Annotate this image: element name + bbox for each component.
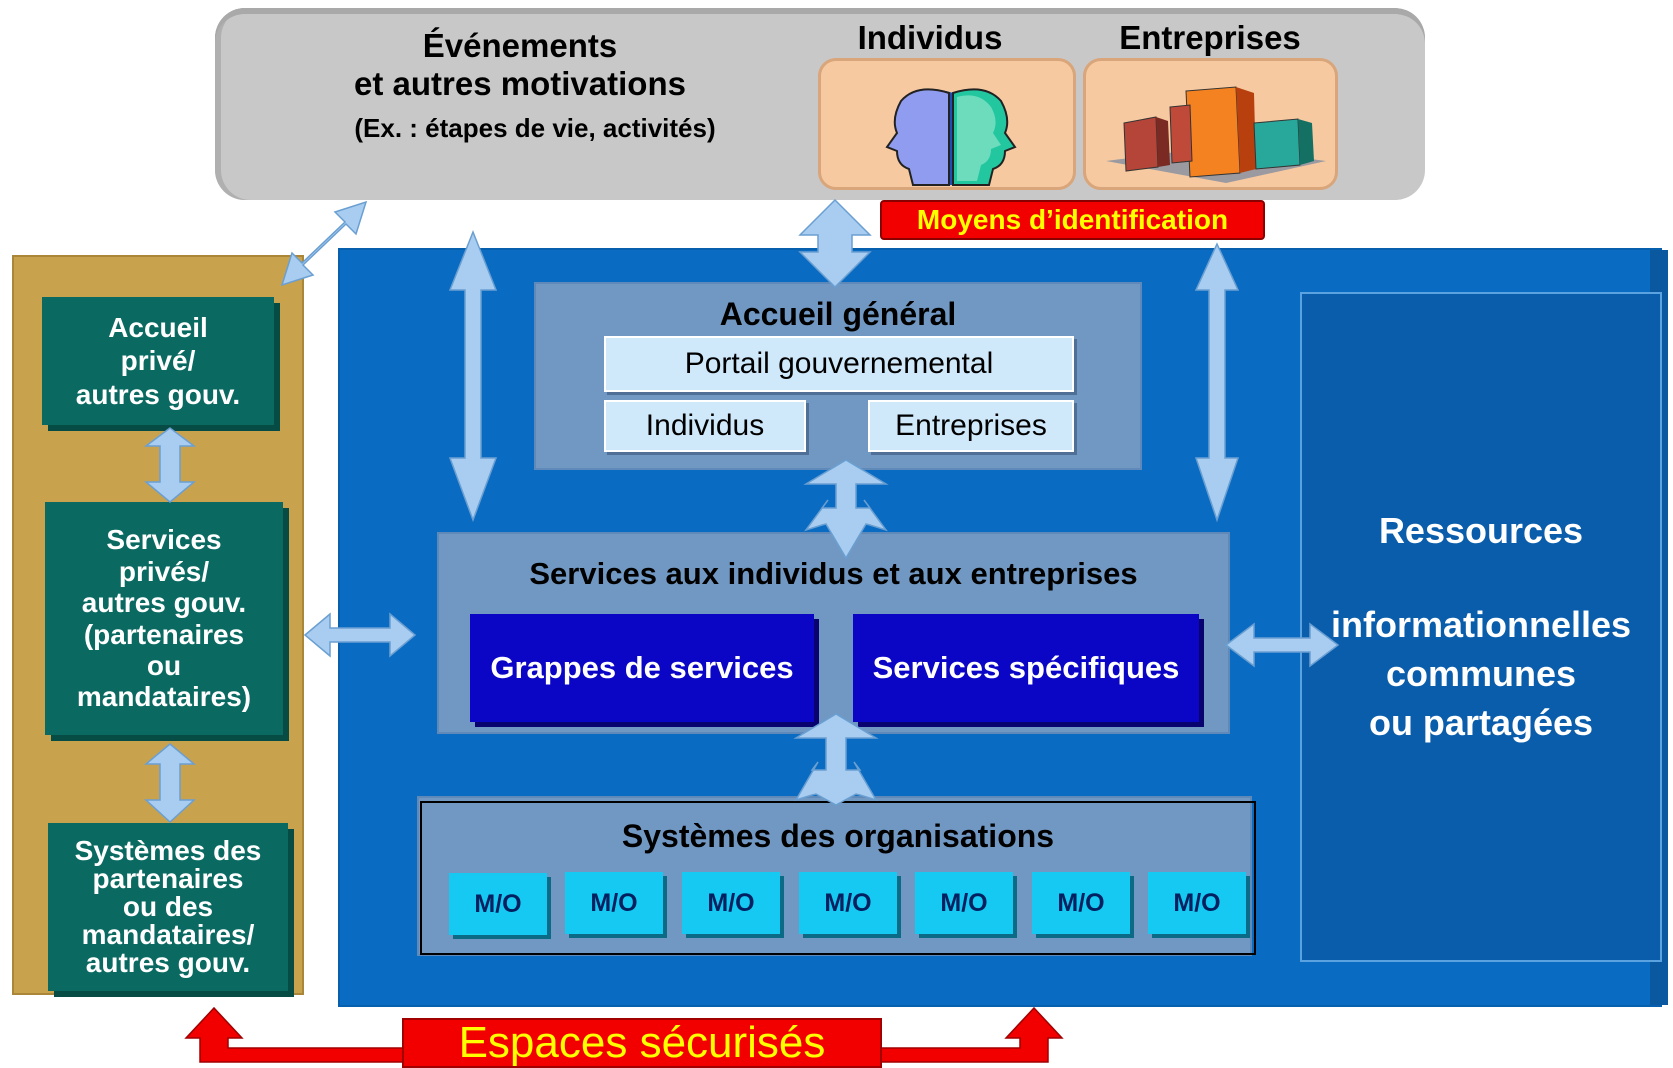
two-heads-icon [885, 88, 1017, 186]
resources-line3: communes [1385, 653, 1577, 694]
services-resources-arrow [1224, 622, 1340, 668]
private-services-line1: Services [106, 524, 222, 556]
private-reception-line3: autres gouv. [75, 378, 241, 410]
mo-box-1: M/O [449, 873, 547, 935]
partner-systems-line4: mandataires/ [81, 919, 255, 950]
left-services-arrow [303, 612, 417, 658]
banner-left-arrow [280, 200, 368, 287]
partner-systems-line2: partenaires [92, 863, 244, 894]
secure-spaces-label: Espaces sécurisés [402, 1018, 882, 1068]
mo-box-7: M/O [1148, 872, 1246, 934]
services-title: Services aux individus et aux entreprise… [529, 556, 1138, 591]
partner-systems-line1: Systèmes des [74, 835, 262, 866]
systems-services-multi-arrow [793, 713, 879, 806]
partner-systems-box: Systèmes des partenaires ou des mandatai… [48, 823, 288, 991]
mo-box-3: M/O [682, 872, 780, 934]
identification-means-label: Moyens d’identification [880, 200, 1265, 240]
buildings-icon [1106, 86, 1326, 183]
private-services-line4: (partenaires [83, 618, 245, 650]
mo-box-4: M/O [799, 872, 897, 934]
organisations-systems-title: Systèmes des organisations [621, 817, 1055, 854]
banner-reception-arrow [798, 198, 872, 289]
private-reception-line1: Accueil [108, 312, 208, 344]
resources-line1: Ressources [1378, 509, 1584, 551]
partner-systems-line3: ou des [122, 891, 214, 922]
private-services-line6: mandataires) [76, 681, 252, 713]
general-reception-title: Accueil général [719, 295, 957, 332]
resources-line4: ou partagées [1368, 701, 1594, 743]
events-title-line1: Événements [422, 27, 618, 64]
shared-resources-box: Ressources informationnelles communes ou… [1300, 292, 1662, 962]
service-clusters-box: Grappes de services [470, 614, 814, 722]
partner-systems-line5: autres gouv. [85, 947, 251, 978]
mo-box-6: M/O [1032, 872, 1130, 934]
banner-services-left-arrow [448, 229, 498, 523]
private-services-line3: autres gouv. [81, 587, 247, 619]
private-services-box: Services privés/ autres gouv. (partenair… [45, 502, 283, 735]
left-arrow-upper [143, 427, 197, 503]
entreprises-heading: Entreprises [1119, 19, 1301, 56]
individus-heading: Individus [857, 19, 1003, 56]
events-subtitle: (Ex. : étapes de vie, activités) [354, 112, 716, 143]
id-services-right-arrow [1194, 242, 1240, 523]
private-reception-box: Accueil privé/ autres gouv. [42, 297, 274, 425]
government-portal-box: Portail gouvernemental [604, 336, 1074, 392]
mo-box-5: M/O [915, 872, 1013, 934]
reception-individus-box: Individus [604, 400, 806, 452]
events-title-line2: et autres motivations [354, 65, 686, 102]
private-services-line5: ou [146, 649, 182, 681]
mo-box-2: M/O [565, 872, 663, 934]
entreprises-box [1083, 58, 1338, 190]
resources-line2: informationnelles [1330, 604, 1632, 646]
left-arrow-lower [143, 743, 197, 824]
services-reception-multi-arrow [803, 459, 889, 560]
reception-entreprises-box: Entreprises [868, 400, 1074, 452]
specific-services-box: Services spécifiques [853, 614, 1199, 722]
private-services-line2: privés/ [118, 555, 210, 587]
individus-box [818, 58, 1076, 190]
private-reception-line2: privé/ [120, 345, 196, 377]
